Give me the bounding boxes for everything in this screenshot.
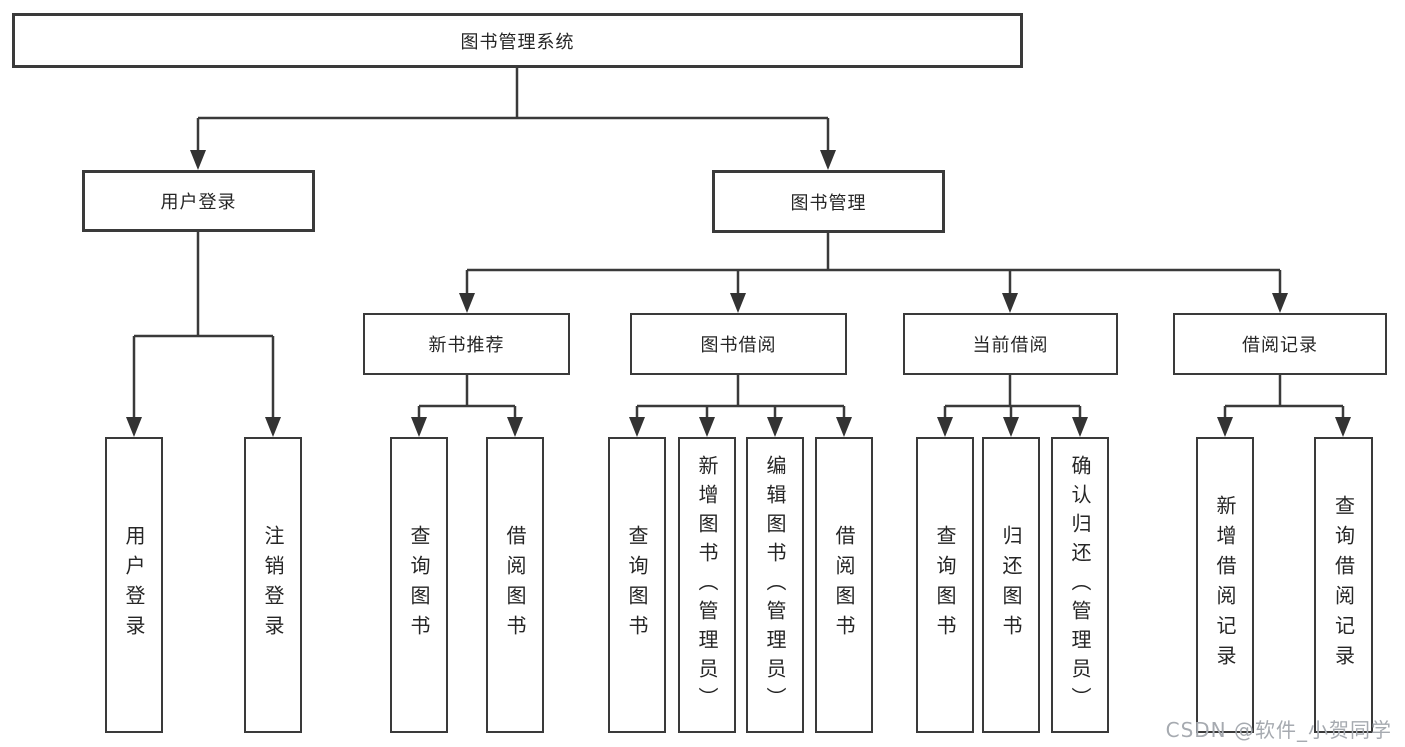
node-book-mgmt-label: 图书管理 [790, 192, 867, 214]
node-new-books: 新书推荐 [363, 313, 570, 375]
arrowhead [820, 150, 836, 170]
leaf-add-book-admin: 新增图书（管理员） [678, 437, 736, 733]
leaf-user-login: 用户登录 [105, 437, 163, 733]
leaf-add-book-admin-label: 新增图书（管理员） [695, 454, 719, 716]
connector-book-borrow-to-children [635, 375, 846, 421]
leaf-query-books-1-label: 查询图书 [407, 525, 431, 645]
node-user-login: 用户登录 [82, 170, 315, 232]
arrowhead [730, 293, 746, 313]
leaf-query-books-2: 查询图书 [608, 437, 666, 733]
connector-borrow-records-to-children [1223, 375, 1345, 421]
connector-book-mgmt-to-level3 [465, 233, 1282, 297]
leaf-return-book: 归还图书 [982, 437, 1040, 733]
arrowhead [1003, 417, 1019, 437]
arrowhead [1272, 293, 1288, 313]
arrowhead [629, 417, 645, 437]
arrowhead [1072, 417, 1088, 437]
node-borrow-records-label: 借阅记录 [1242, 335, 1318, 356]
arrowhead [1002, 293, 1018, 313]
csdn-watermark: CSDN @软件_小贺同学 [1165, 718, 1392, 742]
node-current-borrow: 当前借阅 [903, 313, 1118, 375]
arrowhead [265, 417, 281, 437]
leaf-query-books-3-label: 查询图书 [933, 525, 957, 645]
arrowhead [937, 417, 953, 437]
node-book-borrow: 图书借阅 [630, 313, 847, 375]
leaf-edit-book-admin: 编辑图书（管理员） [746, 437, 804, 733]
leaf-confirm-return-admin: 确认归还（管理员） [1051, 437, 1109, 733]
arrowhead [459, 293, 475, 313]
arrowhead [126, 417, 142, 437]
leaf-logout-label: 注销登录 [261, 525, 285, 645]
leaf-user-login-label: 用户登录 [122, 525, 146, 645]
arrowhead [1217, 417, 1233, 437]
node-current-borrow-label: 当前借阅 [972, 335, 1049, 356]
arrowhead [699, 417, 715, 437]
node-root: 图书管理系统 [12, 13, 1023, 68]
arrowhead [1335, 417, 1351, 437]
arrowhead [767, 417, 783, 437]
arrowhead [836, 417, 852, 437]
connector-new-books-to-children [417, 375, 517, 421]
leaf-query-borrow-record: 查询借阅记录 [1314, 437, 1373, 733]
leaf-borrow-books-1: 借阅图书 [486, 437, 544, 733]
connector-root-to-level2 [196, 68, 830, 155]
leaf-borrow-books-1-label: 借阅图书 [503, 525, 527, 645]
leaf-edit-book-admin-label: 编辑图书（管理员） [763, 454, 787, 716]
arrowhead [507, 417, 523, 437]
connector-user-login-to-children [132, 232, 275, 421]
node-borrow-records: 借阅记录 [1173, 313, 1387, 375]
node-user-login-label: 用户登录 [160, 192, 237, 213]
leaf-borrow-books-2: 借阅图书 [815, 437, 873, 733]
node-book-mgmt: 图书管理 [712, 170, 945, 233]
leaf-query-books-2-label: 查询图书 [625, 525, 649, 645]
leaf-borrow-books-2-label: 借阅图书 [832, 525, 856, 645]
arrowheads [126, 150, 1351, 437]
arrowhead [411, 417, 427, 437]
leaf-query-borrow-record-label: 查询借阅记录 [1331, 495, 1356, 675]
leaf-add-borrow-record: 新增借阅记录 [1196, 437, 1254, 733]
arrowhead [190, 150, 206, 170]
node-new-books-label: 新书推荐 [428, 335, 505, 356]
leaf-return-book-label: 归还图书 [999, 525, 1023, 645]
leaf-confirm-return-admin-label: 确认归还（管理员） [1068, 454, 1092, 716]
node-root-label: 图书管理系统 [460, 31, 575, 53]
connector-current-borrow-to-children [943, 375, 1082, 421]
leaf-query-books-3: 查询图书 [916, 437, 974, 733]
leaf-query-books-1: 查询图书 [390, 437, 448, 733]
leaf-add-borrow-record-label: 新增借阅记录 [1213, 495, 1237, 675]
leaf-logout: 注销登录 [244, 437, 302, 733]
node-book-borrow-label: 图书借阅 [700, 335, 777, 356]
